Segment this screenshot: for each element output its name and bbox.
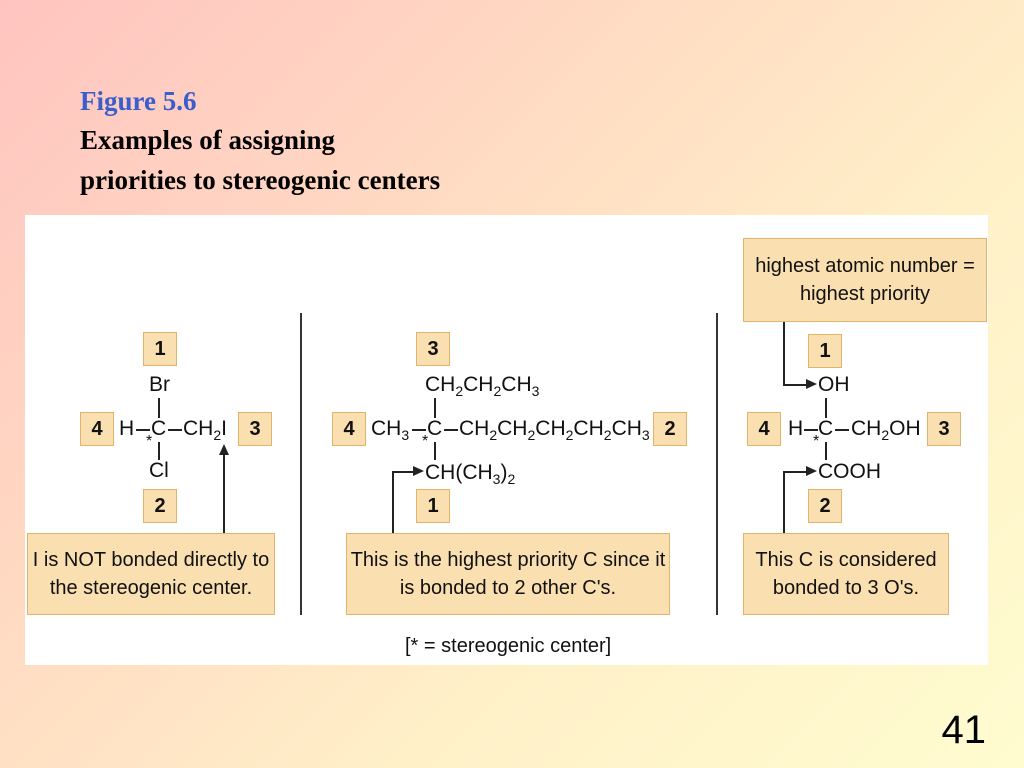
- panel1-stereo-star: *: [146, 433, 153, 450]
- panel3-pointer-bottom-vertical: [783, 471, 785, 533]
- panel1-bottom-atom: Cl: [149, 459, 169, 482]
- panel2-bond-right: [444, 429, 458, 431]
- priority-3-box-panel3: 3: [927, 412, 961, 446]
- priority-1-box-panel1: 1: [143, 332, 177, 366]
- priority-4-box-panel3: 4: [747, 412, 781, 446]
- figure-label: Figure 5.6: [80, 86, 197, 116]
- panel1-center-atom: C: [151, 417, 167, 440]
- stereogenic-legend: [* = stereogenic center]: [405, 635, 612, 657]
- panel2-pointer-line-horizontal: [392, 471, 414, 473]
- panel1-right-group: CH2I: [183, 417, 227, 444]
- panel2-bond-left: [412, 429, 426, 431]
- slide-title-block: Figure 5.6 Examples of assigning priorit…: [80, 82, 440, 200]
- panel3-right-group: CH2OH: [851, 417, 921, 444]
- panel3-top-group: OH: [818, 373, 850, 396]
- panel2-note-box: This is the highest priority C since it …: [346, 533, 670, 615]
- priority-1-box-panel2: 1: [416, 489, 450, 523]
- panel1-bond-right: [168, 429, 182, 431]
- panel3-header-note-box: highest atomic number = highest priority: [743, 238, 987, 322]
- figure-title-line1: Examples of assigning: [80, 125, 336, 155]
- priority-4-box-panel1: 4: [80, 412, 114, 446]
- panel1-top-atom: Br: [149, 373, 170, 396]
- panel-divider-1: [300, 313, 302, 615]
- panel3-note-box: This C is considered bonded to 3 O's.: [743, 533, 949, 615]
- panel1-left-atom: H: [119, 417, 135, 440]
- panel1-bond-top: [158, 398, 160, 418]
- panel3-left-atom: H: [788, 417, 804, 440]
- priority-3-box-panel2: 3: [416, 332, 450, 366]
- figure-title-line2: priorities to stereogenic centers: [80, 165, 441, 195]
- panel-divider-2: [716, 313, 718, 615]
- panel3-pointer-bottom-arrowhead: [806, 466, 817, 476]
- panel2-left-group: CH3: [371, 417, 410, 444]
- panel1-bond-left: [136, 429, 150, 431]
- panel3-pointer-top-arrowhead: [806, 379, 817, 389]
- panel3-stereo-star: *: [813, 433, 820, 450]
- panel3-pointer-top-vertical: [783, 322, 785, 385]
- panel1-pointer-arrowhead: [219, 444, 229, 455]
- panel2-pointer-line-vertical: [392, 471, 394, 533]
- priority-2-box-panel2: 2: [653, 412, 687, 446]
- panel2-stereo-star: *: [422, 433, 429, 450]
- panel2-center-atom: C: [427, 417, 443, 440]
- panel1-pointer-line: [223, 455, 225, 533]
- panel3-bond-right: [835, 429, 849, 431]
- panel2-bottom-group: CH(CH3)2: [425, 461, 516, 488]
- panel3-bond-bottom: [825, 442, 827, 460]
- page-number: 41: [941, 708, 987, 752]
- priority-2-box-panel3: 2: [808, 489, 842, 523]
- panel3-bond-top: [825, 398, 827, 418]
- priority-4-box-panel2: 4: [332, 412, 366, 446]
- panel2-bond-top: [434, 398, 436, 418]
- panel3-bottom-group: COOH: [818, 460, 881, 483]
- panel3-pointer-top-horizontal: [783, 384, 807, 386]
- priority-2-box-panel1: 2: [143, 489, 177, 523]
- priority-3-box-panel1: 3: [238, 412, 272, 446]
- panel3-center-atom: C: [818, 417, 834, 440]
- panel3-bond-left: [804, 429, 818, 431]
- panel2-right-group: CH2CH2CH2CH2CH3: [459, 417, 650, 444]
- diagram-panel: 1 Br 4 H C * CH2I 3 Cl 2 I is NOT bonded…: [25, 215, 988, 665]
- panel3-pointer-bottom-horizontal: [783, 471, 807, 473]
- panel1-bond-bottom: [158, 442, 160, 460]
- panel2-pointer-arrowhead: [413, 466, 424, 476]
- priority-1-box-panel3: 1: [808, 334, 842, 368]
- panel2-top-group: CH2CH2CH3: [425, 373, 540, 400]
- panel1-note-box: I is NOT bonded directly to the stereoge…: [27, 533, 275, 615]
- panel2-bond-bottom: [434, 442, 436, 460]
